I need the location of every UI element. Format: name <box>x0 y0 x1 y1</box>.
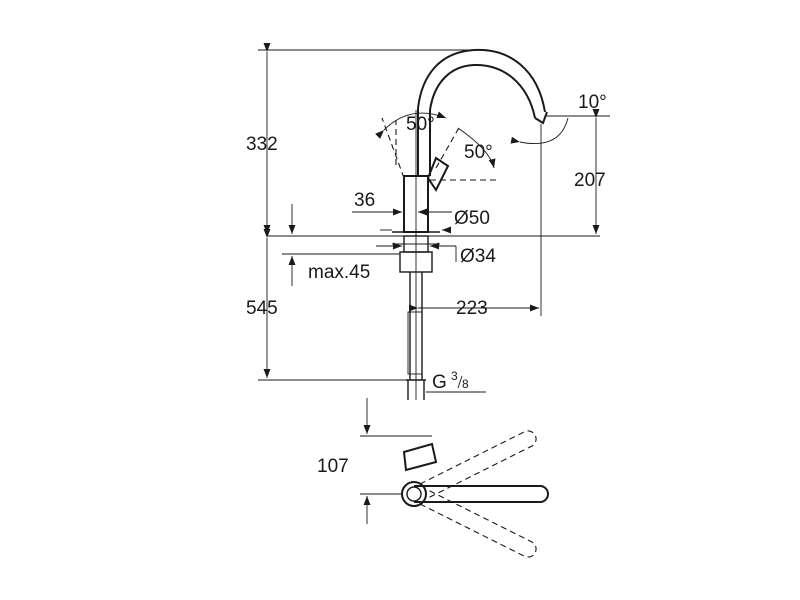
dimension-lines <box>258 43 610 524</box>
plan-spout-pos-up <box>419 430 537 499</box>
label-d34: Ø34 <box>460 246 496 267</box>
plan-spout-pos-down <box>419 489 537 558</box>
label-thread-den: 8 <box>462 377 469 391</box>
label-max45: max.45 <box>308 262 370 283</box>
lever-handle <box>426 156 450 192</box>
plan-body-inner <box>406 486 422 502</box>
plan-spout <box>414 485 549 503</box>
spout-angle-arc <box>510 117 569 145</box>
spout-inner <box>429 63 536 119</box>
label-d50: Ø50 <box>454 208 490 229</box>
label-107: 107 <box>317 456 349 477</box>
label-223: 223 <box>456 298 488 319</box>
elevation-view <box>268 48 600 400</box>
thread-fraction-slash <box>457 375 463 389</box>
plan-body-outer <box>401 481 427 507</box>
mount-nut <box>399 251 433 273</box>
lever-angle-arc-top <box>375 111 447 139</box>
spout-tip <box>534 111 548 125</box>
spout-outer <box>417 48 546 113</box>
label-thread-num: 3 <box>451 369 458 383</box>
dimension-labels: 332 545 207 223 10° 50° 50° 36 Ø50 Ø34 m… <box>246 92 607 477</box>
label-36: 36 <box>354 190 375 211</box>
label-50deg-left: 50° <box>406 114 435 135</box>
label-50deg-right: 50° <box>464 142 493 163</box>
label-thread-g: G <box>432 372 447 393</box>
plan-view <box>401 430 549 558</box>
hose-braid <box>407 311 423 375</box>
label-332: 332 <box>246 134 278 155</box>
plan-lever <box>402 442 438 472</box>
label-10deg: 10° <box>578 92 607 113</box>
lever-pos-left <box>381 117 405 179</box>
label-545: 545 <box>246 298 278 319</box>
lever-angle-arc-right <box>457 127 496 169</box>
lever-pos-up <box>435 125 461 169</box>
label-207: 207 <box>574 170 606 191</box>
